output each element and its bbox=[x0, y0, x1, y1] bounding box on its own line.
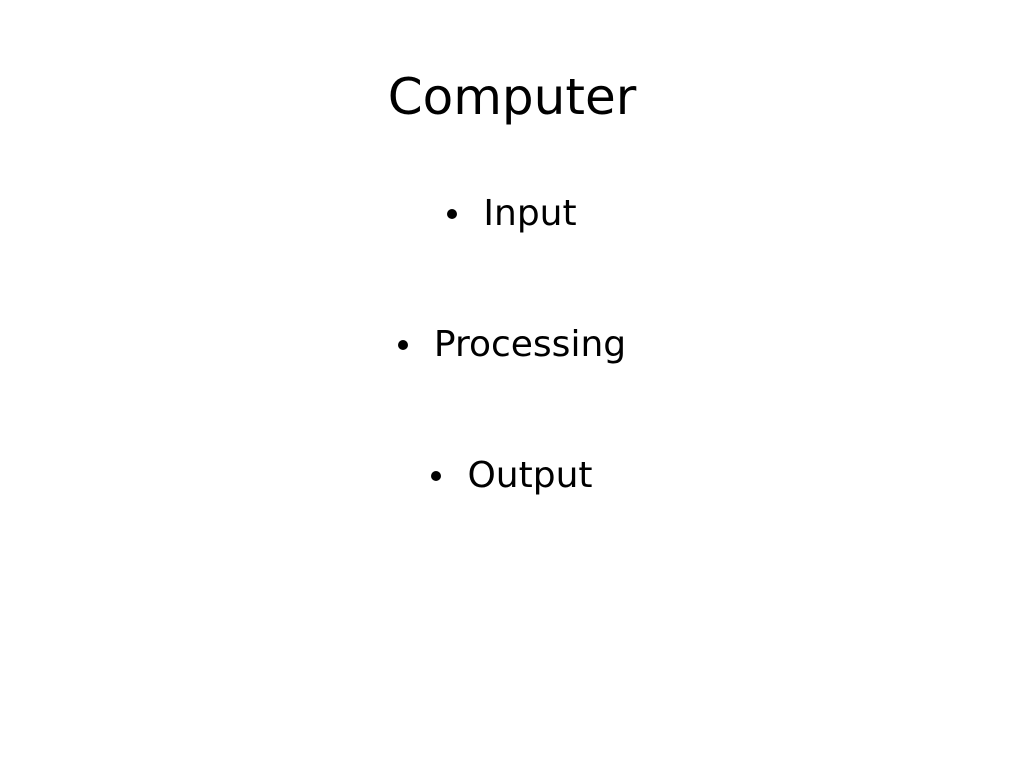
bullet-text: Output bbox=[467, 455, 593, 496]
bullet-text: Input bbox=[483, 193, 577, 234]
bullet-item-input: Input bbox=[0, 188, 1024, 240]
slide-title: Computer bbox=[387, 68, 637, 126]
bullet-icon bbox=[447, 209, 458, 219]
bullet-item-output: Output bbox=[0, 450, 1024, 502]
bullet-icon bbox=[397, 340, 408, 350]
bullet-text: Processing bbox=[433, 324, 627, 365]
bullet-list: Input Processing Output bbox=[0, 188, 1024, 581]
bullet-item-processing: Processing bbox=[0, 319, 1024, 371]
bullet-icon bbox=[431, 471, 442, 481]
